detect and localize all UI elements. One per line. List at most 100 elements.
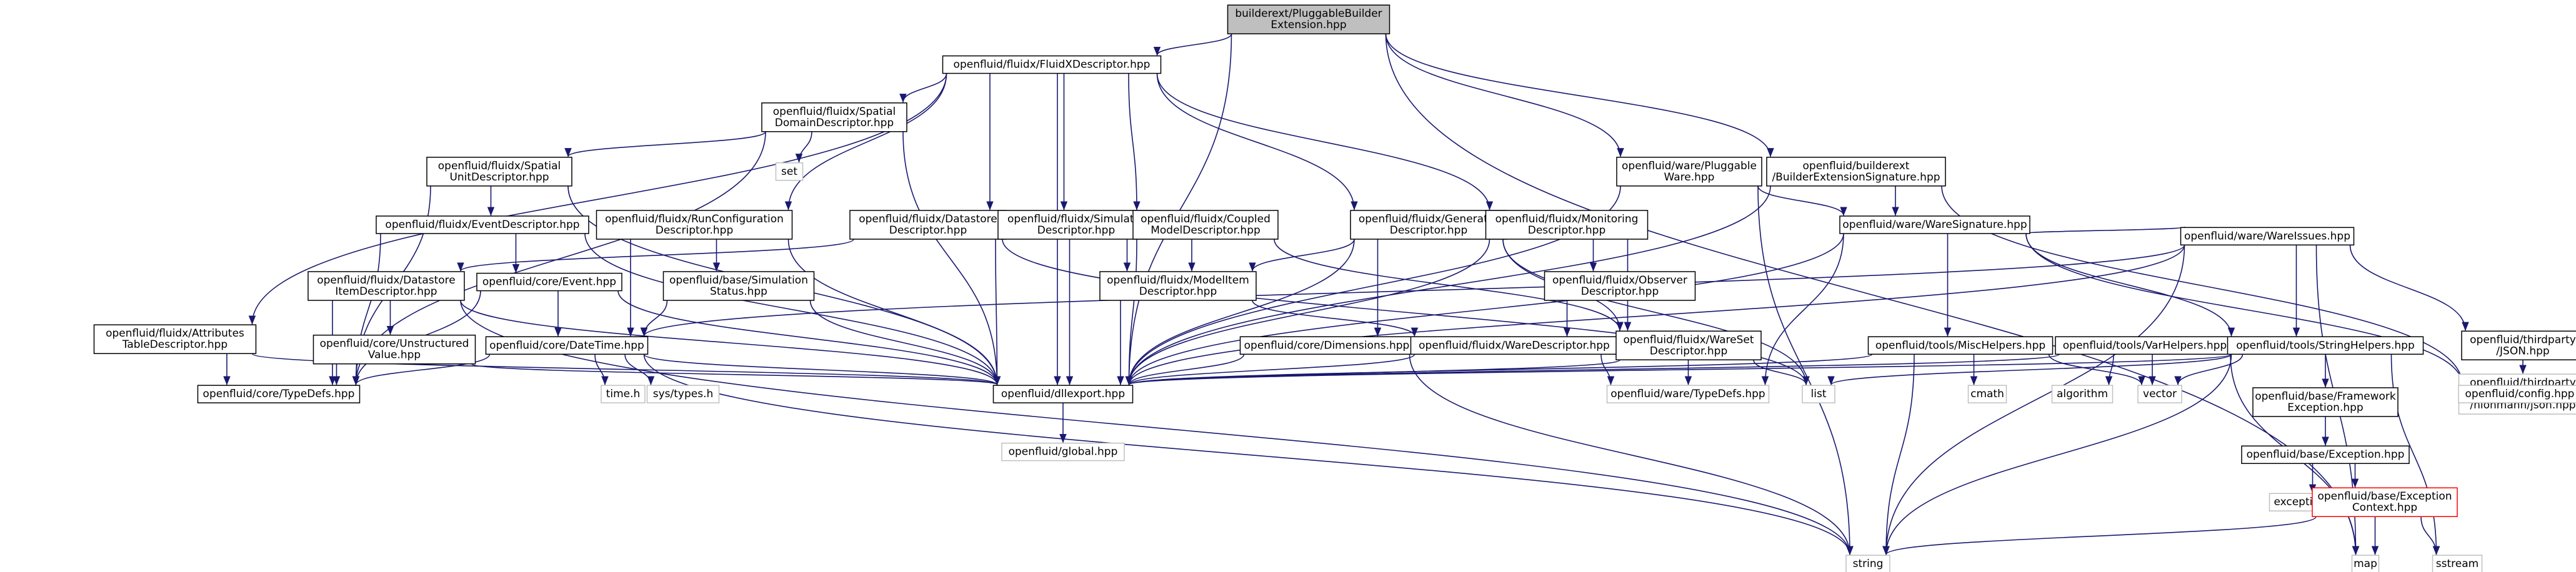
node-label: Descriptor.hpp — [1581, 285, 1659, 298]
node-box — [1350, 210, 1507, 240]
edge-datastoredesc-to-datastoreitem — [457, 239, 854, 272]
node-label: sstream — [2436, 558, 2479, 570]
node-box — [2241, 445, 2410, 464]
node-label: openfluid/fluidx/WareDescriptor.hpp — [1419, 339, 1610, 352]
edge-stringhelpers-to-list — [1827, 353, 2232, 385]
node-wareissues[interactable]: openfluid/ware/WareIssues.hpp — [2180, 227, 2355, 246]
node-eventdesc[interactable]: openfluid/fluidx/EventDescriptor.hpp — [376, 215, 589, 234]
node-box — [1802, 385, 1835, 403]
node-box — [485, 336, 649, 355]
node-coupledmodel[interactable]: openfluid/fluidx/CoupledModelDescriptor.… — [1132, 210, 1279, 240]
edge-stringhelpers-to-string — [1882, 354, 2232, 555]
node-label: openfluid/fluidx/WareSet — [1623, 333, 1754, 346]
node-label: openfluid/fluidx/Monitoring — [1495, 213, 1639, 225]
node-label: openfluid/tools/StringHelpers.hpp — [2236, 339, 2414, 352]
node-varhelpers[interactable]: openfluid/tools/VarHelpers.hpp — [2055, 336, 2235, 355]
edge-coupledmodel-to-waresetdesc — [1274, 239, 1624, 331]
node-label: cmath — [1970, 388, 2004, 400]
node-label: Descriptor.hpp — [1650, 345, 1728, 357]
node-label: Context.hpp — [2352, 501, 2417, 514]
node-box — [1766, 157, 1946, 187]
node-list: list — [1802, 385, 1835, 403]
node-label: openfluid/core/Event.hpp — [482, 276, 616, 288]
node-fluidx[interactable]: openfluid/fluidx/FluidXDescriptor.hpp — [942, 55, 1162, 74]
node-box — [1967, 385, 2007, 403]
node-baseexception[interactable]: openfluid/base/Exception.hpp — [2241, 445, 2410, 464]
node-attrtable[interactable]: openfluid/fluidx/AttributesTableDescript… — [93, 324, 257, 354]
node-label: openfluid/core/Unstructured — [320, 338, 469, 350]
node-box — [1227, 4, 1390, 34]
node-box — [2432, 555, 2483, 572]
edge-spatialdomain-to-spatialunit — [564, 131, 766, 157]
node-bextsig[interactable]: openfluid/builderext/BuilderExtensionSig… — [1766, 157, 1946, 187]
node-dimensions[interactable]: openfluid/core/Dimensions.hpp — [1239, 336, 1414, 355]
edge-fluidx-to-spatialdomain — [899, 73, 947, 103]
node-monitoringdesc[interactable]: openfluid/fluidx/MonitoringDescriptor.hp… — [1485, 210, 1649, 240]
node-label: openfluid/fluidx/Spatial — [438, 160, 561, 172]
node-box — [197, 385, 361, 403]
node-label: map — [2354, 558, 2377, 570]
edge-datetime-to-coretypedefs — [352, 353, 491, 385]
node-mischelpers[interactable]: openfluid/tools/MiscHelpers.hpp — [1867, 336, 2054, 355]
node-runconfig[interactable]: openfluid/fluidx/RunConfigurationDescrip… — [596, 210, 793, 240]
node-spatialdomain[interactable]: openfluid/fluidx/SpatialDomainDescriptor… — [761, 102, 907, 132]
node-label: openfluid/ware/WareIssues.hpp — [2184, 230, 2350, 242]
node-coreevent[interactable]: openfluid/core/Event.hpp — [476, 272, 622, 292]
node-dllexport[interactable]: openfluid/dllexport.hpp — [992, 385, 1134, 403]
node-label: UnitDescriptor.hpp — [449, 171, 549, 184]
node-label: Descriptor.hpp — [889, 224, 967, 237]
node-datetime[interactable]: openfluid/core/DateTime.hpp — [485, 336, 649, 355]
edge-waresig-to-waretypedefs — [1761, 233, 1844, 385]
node-label: openfluid/config.hpp — [2465, 388, 2575, 400]
node-box — [1615, 330, 1762, 361]
edge-mischelpers-to-string — [1882, 354, 1915, 555]
edge-datastoredesc-to-list — [1002, 239, 1810, 385]
edge-pluggableware-to-waresig — [1757, 185, 1847, 216]
edge-mischelpers-to-dllexport — [1126, 353, 1873, 385]
node-label: set — [781, 165, 797, 178]
edge-eventdesc-to-dllexport — [584, 233, 1001, 385]
edge-coupledmodel-to-dllexport — [1125, 239, 1137, 385]
node-label: openfluid/fluidx/Spatial — [773, 106, 896, 118]
node-label: Extension.hpp — [1271, 19, 1346, 31]
edge-root-to-map — [1385, 34, 2360, 555]
node-label: ItemDescriptor.hpp — [335, 285, 437, 298]
node-waredesc[interactable]: openfluid/fluidx/WareDescriptor.hpp — [1410, 336, 1619, 355]
node-spatialunit[interactable]: openfluid/fluidx/SpatialUnitDescriptor.h… — [426, 157, 572, 187]
edge-generatordesc-to-modelitem — [1249, 239, 1355, 272]
node-cmath: cmath — [1967, 385, 2007, 403]
node-box — [942, 55, 1162, 74]
node-vector: vector — [2137, 385, 2182, 403]
node-coretypedefs[interactable]: openfluid/core/TypeDefs.hpp — [197, 385, 361, 403]
node-datastoreitem[interactable]: openfluid/fluidx/DatastoreItemDescriptor… — [307, 271, 465, 301]
node-box — [2227, 336, 2424, 355]
node-waresig[interactable]: openfluid/ware/WareSignature.hpp — [1839, 215, 2030, 234]
node-label: openfluid/thirdparty — [2470, 333, 2576, 346]
node-label: openfluid/ware/WareSignature.hpp — [1842, 219, 2027, 231]
edge-generatordesc-to-dllexport — [1125, 239, 1355, 385]
edge-simstatus-to-datetime — [640, 300, 668, 337]
node-stringhelpers[interactable]: openfluid/tools/StringHelpers.hpp — [2227, 336, 2424, 355]
node-thirdpartyjson[interactable]: openfluid/thirdparty/JSON.hpp — [2461, 330, 2576, 361]
edge-simstatus-to-dllexport — [809, 300, 1001, 385]
node-label: /JSON.hpp — [2496, 345, 2549, 357]
node-label: openfluid/base/Exception — [2317, 490, 2452, 503]
node-waretypedefs: openfluid/ware/TypeDefs.hpp — [1606, 385, 1770, 403]
node-box — [2055, 336, 2235, 355]
node-label: openfluid/tools/VarHelpers.hpp — [2063, 339, 2227, 352]
node-box — [93, 324, 257, 354]
node-map: map — [2351, 555, 2380, 572]
node-label: /BuilderExtensionSignature.hpp — [1772, 171, 1940, 184]
